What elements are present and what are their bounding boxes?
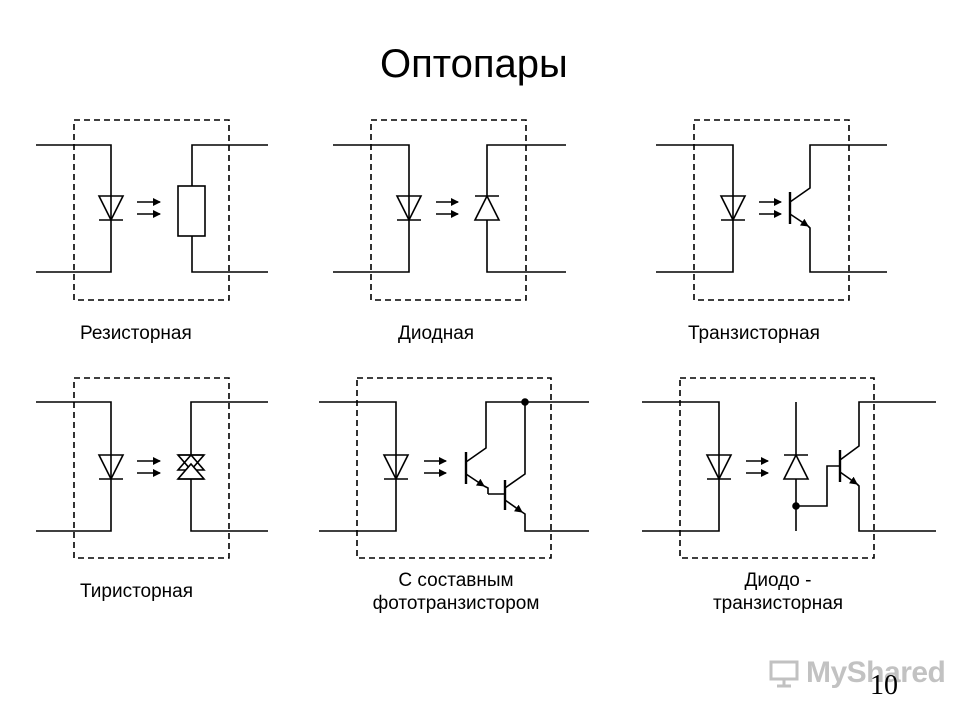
caption-transistor: Транзисторная [688,323,820,344]
light-arrows [137,457,161,477]
led-symbol [97,454,125,481]
caption-diode-transistor: Диодо - транзисторная [688,569,868,615]
package-outline [73,377,230,559]
emitter-leads [642,401,720,532]
led-symbol [382,454,410,481]
diode-optocoupler-diagram [333,119,566,301]
thyristor-optocoupler-diagram [36,377,268,559]
caption-thyristor: Тиристорная [80,581,194,602]
transistor-optocoupler-diagram [656,119,887,301]
led-symbol [719,195,747,222]
caption-darlington: С составным фототранзистором [358,569,554,615]
receiver-lead-top [191,144,268,186]
light-arrows [746,457,769,477]
photoresistor-symbol [177,185,206,237]
light-arrows [759,198,782,218]
caption-darlington-line1: С составным [398,570,514,591]
package-outline [679,377,875,559]
package-outline [356,377,552,559]
page-number: 10 [870,670,898,701]
photodiode-and-transistor-symbol [782,401,936,532]
package-outline [693,119,850,301]
caption-diode-transistor-line1: Диодо - [744,570,812,591]
emitter-leads [36,401,112,532]
slide-title: Оптопары [380,42,568,86]
darlington-optocoupler-diagram [319,377,589,559]
receiver-lead-bottom [191,236,268,273]
watermark-text: MyShared [806,656,946,689]
photodiode-symbol [473,194,501,221]
caption-darlington-line2: фототранзистором [372,593,540,614]
led-symbol [705,454,733,481]
photothyristor-symbol [176,453,206,480]
phototransistor-symbol [788,144,887,273]
resistor-optocoupler-diagram [36,119,268,301]
package-outline [370,119,527,301]
junction-dot [521,398,529,406]
led-symbol [395,195,423,222]
light-arrows [137,198,161,218]
emitter-leads [656,144,734,273]
darlington-transistor-symbol [464,398,589,532]
emitter-leads [36,144,112,273]
package-outline [73,119,230,301]
caption-resistor: Резисторная [80,323,192,344]
diode-transistor-optocoupler-diagram [642,377,936,559]
watermark: MyShared [768,656,946,690]
caption-diode: Диодная [398,323,475,344]
emitter-leads [319,401,397,532]
light-arrows [436,198,459,218]
emitter-leads [333,144,410,273]
light-arrows [424,457,447,477]
presentation-screen-icon [769,660,799,688]
led-symbol [97,195,125,222]
caption-diode-transistor-line2: транзисторная [712,593,844,614]
